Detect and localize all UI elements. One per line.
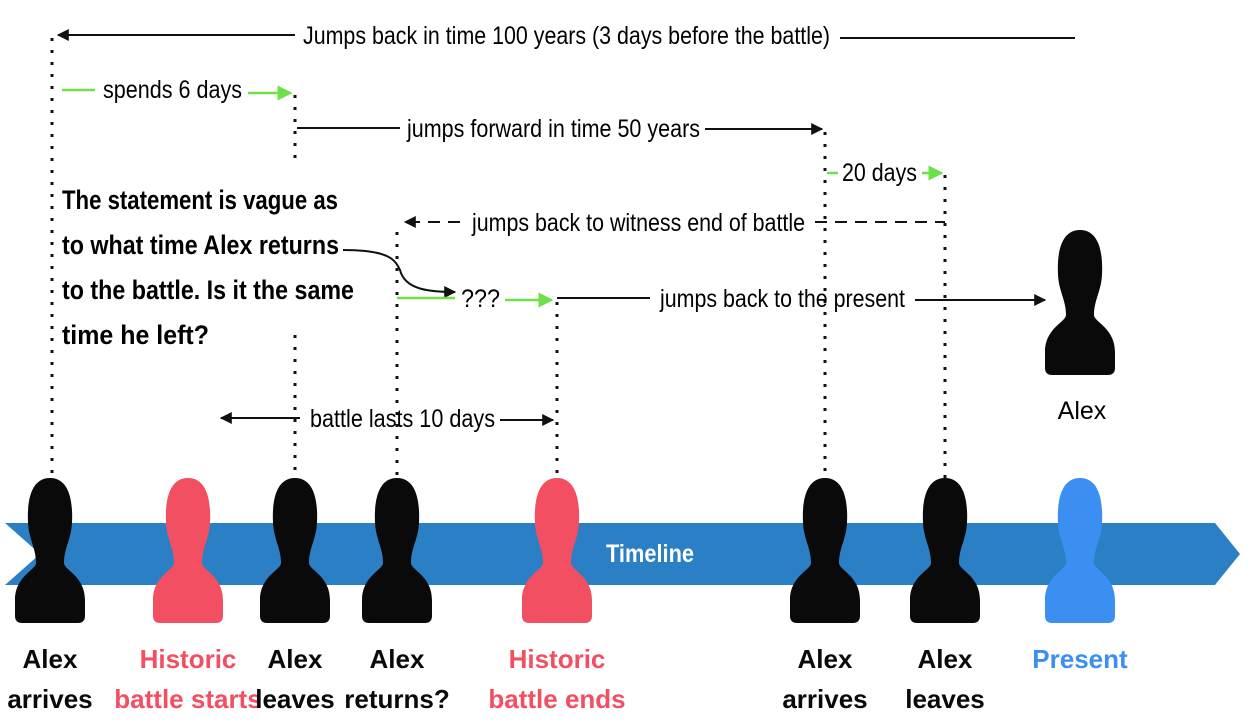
figure-label: Alex bbox=[798, 644, 853, 674]
figure-alex: Alex leaves bbox=[905, 478, 985, 714]
timeline-label: Timeline bbox=[606, 540, 694, 568]
note-pointer-arrow bbox=[342, 249, 457, 298]
figure-label: Historic bbox=[140, 644, 237, 674]
figure-label: Present bbox=[1032, 644, 1128, 674]
figure-label: Historic bbox=[509, 644, 606, 674]
label-jump-back-100: Jumps back in time 100 years (3 days bef… bbox=[303, 22, 830, 50]
figure-alex: Alex leaves bbox=[255, 478, 335, 714]
figure-label: arrives bbox=[782, 684, 867, 714]
vague-statement-note: The statement is vague as to what time A… bbox=[62, 185, 354, 350]
label-battle-lasts: battle lasts 10 days bbox=[310, 405, 495, 433]
figure-label: Alex bbox=[268, 644, 323, 674]
figure-alex: Alex arrives bbox=[7, 478, 93, 714]
label-present-alex: Alex bbox=[1058, 397, 1107, 425]
note-line: to what time Alex returns bbox=[62, 230, 339, 260]
note-line: to the battle. Is it the same bbox=[62, 275, 354, 305]
figure-historic: Historic battle starts bbox=[114, 478, 262, 714]
figure-label: Alex bbox=[918, 644, 973, 674]
figure-label: battle starts bbox=[114, 684, 261, 714]
figure-label: leaves bbox=[255, 684, 335, 714]
figure-label: arrives bbox=[7, 684, 92, 714]
figure-historic: Historic battle ends bbox=[488, 478, 626, 714]
figure-label: returns? bbox=[344, 684, 449, 714]
figure-label: battle ends bbox=[488, 684, 625, 714]
label-jump-forward-50: jumps forward in time 50 years bbox=[406, 115, 700, 143]
figure-label: Alex bbox=[370, 644, 425, 674]
figure-label: leaves bbox=[905, 684, 985, 714]
figure-label: Alex bbox=[23, 644, 78, 674]
figure-alex: Alex returns? bbox=[344, 478, 450, 714]
figure-alex: Alex arrives bbox=[782, 478, 868, 714]
note-line: The statement is vague as bbox=[62, 185, 338, 215]
label-unknown: ??? bbox=[461, 285, 500, 313]
label-spends-6-days: spends 6 days bbox=[103, 76, 242, 104]
label-jump-back-witness: jumps back to witness end of battle bbox=[471, 209, 805, 237]
dotted-guides bbox=[50, 38, 947, 478]
alex-present-figure-icon bbox=[1045, 230, 1115, 375]
note-line: time he left? bbox=[62, 320, 209, 350]
label-20-days: 20 days bbox=[842, 159, 917, 187]
label-jump-back-present: jumps back to the present bbox=[659, 285, 905, 313]
figure-present: Present bbox=[1032, 478, 1128, 674]
